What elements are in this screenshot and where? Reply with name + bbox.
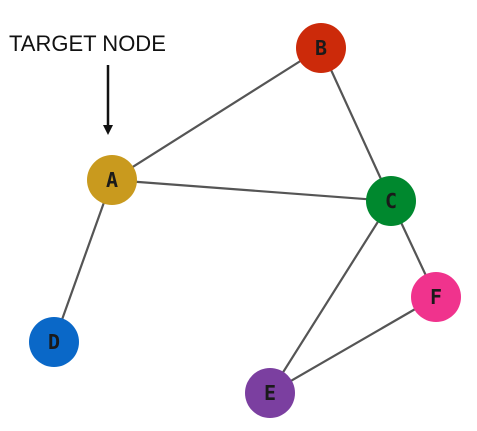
- node-circle-f: [411, 272, 461, 322]
- node-circle-d: [29, 317, 79, 367]
- node-circle-b: [296, 23, 346, 73]
- node-d: D: [29, 317, 79, 367]
- node-a: A: [87, 155, 137, 205]
- node-label-b: B: [315, 36, 327, 60]
- node-f: F: [411, 272, 461, 322]
- edge-b-c: [319, 46, 393, 203]
- nodes-layer: A B C D E F: [29, 23, 461, 418]
- edge-a-d: [52, 178, 114, 344]
- target-annotation: TARGET NODE: [9, 31, 166, 135]
- node-label-d: D: [48, 330, 60, 354]
- node-label-e: E: [264, 381, 276, 405]
- edge-e-f: [268, 295, 438, 395]
- annotation-label: TARGET NODE: [9, 31, 166, 56]
- node-label-a: A: [106, 168, 118, 192]
- node-label-c: C: [385, 189, 397, 213]
- node-circle-a: [87, 155, 137, 205]
- node-c: C: [366, 176, 416, 226]
- node-circle-e: [245, 368, 295, 418]
- node-b: B: [296, 23, 346, 73]
- node-e: E: [245, 368, 295, 418]
- node-circle-c: [366, 176, 416, 226]
- edge-a-c: [110, 178, 393, 203]
- edge-c-e: [268, 199, 393, 395]
- node-label-f: F: [430, 285, 442, 309]
- edge-a-b: [110, 46, 323, 182]
